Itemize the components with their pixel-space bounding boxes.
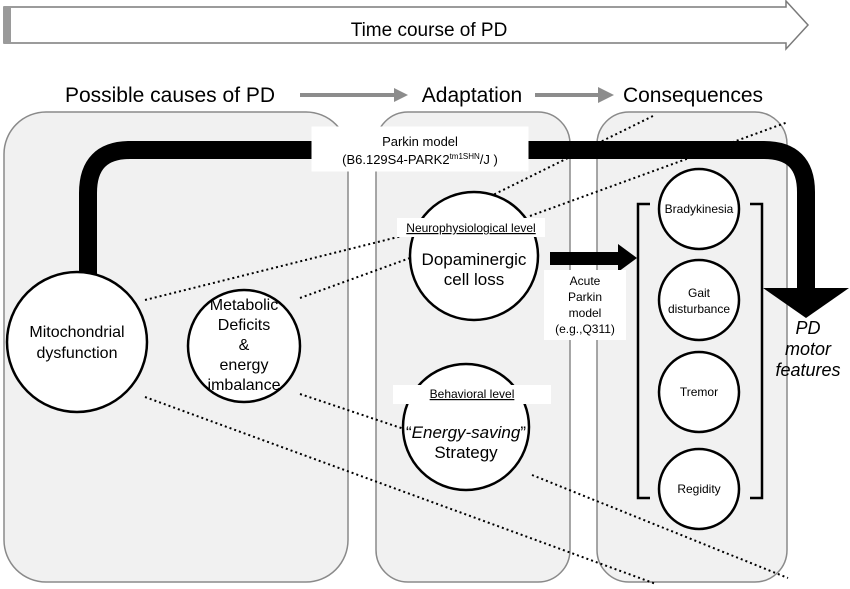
svg-text:Gait: Gait bbox=[688, 286, 711, 300]
bracket-left bbox=[636, 202, 650, 500]
header-adaptation: Adaptation bbox=[422, 84, 522, 107]
svg-text:Bradykinesia: Bradykinesia bbox=[665, 202, 734, 216]
gait-disturbance-node: Gait disturbance bbox=[657, 258, 741, 342]
parkin-model-label: Parkin model (B6.129S4-PARK2tm1SHN/J ) bbox=[311, 126, 529, 172]
svg-text:Behavioral level: Behavioral level bbox=[430, 387, 515, 401]
svg-text:(e.g.,Q311): (e.g.,Q311) bbox=[555, 322, 615, 336]
dopaminergic-cell-loss-node: Dopaminergic cell loss bbox=[408, 190, 540, 322]
svg-text:features: features bbox=[775, 360, 840, 380]
dotted-connectors bbox=[144, 114, 789, 585]
metabolic-deficits-node: Metabolic Deficits & energy imbalance bbox=[186, 288, 302, 404]
panel-consequences bbox=[596, 111, 788, 583]
svg-text:motor: motor bbox=[785, 339, 832, 359]
svg-text:Regidity: Regidity bbox=[677, 482, 720, 496]
panel-adaptation bbox=[375, 111, 571, 583]
svg-text:cell loss: cell loss bbox=[444, 270, 504, 289]
parkin-model-strain: (B6.129S4-PARK2tm1SHN/J ) bbox=[342, 152, 498, 167]
svg-text:disturbance: disturbance bbox=[668, 302, 730, 316]
parkin-model-title: Parkin model bbox=[382, 134, 458, 149]
svg-text:Deficits: Deficits bbox=[218, 317, 270, 334]
timeline-arrow: Time course of PD bbox=[3, 0, 810, 51]
svg-text:“Energy-saving”: “Energy-saving” bbox=[406, 423, 526, 442]
neurophysiological-level-label: Neurophysiological level bbox=[397, 218, 545, 237]
header-arrow-1 bbox=[300, 88, 408, 102]
pd-motor-features-label: PD motor features bbox=[775, 318, 840, 380]
header-causes: Possible causes of PD bbox=[65, 84, 275, 107]
svg-text:Dopaminergic: Dopaminergic bbox=[422, 250, 527, 269]
svg-text:&: & bbox=[239, 337, 250, 354]
svg-text:dysfunction: dysfunction bbox=[37, 345, 118, 362]
bracket-right bbox=[750, 202, 764, 500]
svg-text:Parkin: Parkin bbox=[568, 290, 602, 304]
svg-text:model: model bbox=[569, 306, 602, 320]
svg-text:Metabolic: Metabolic bbox=[210, 297, 278, 314]
bradykinesia-node: Bradykinesia bbox=[657, 167, 741, 251]
acute-parkin-arrow bbox=[550, 244, 637, 272]
svg-text:imbalance: imbalance bbox=[208, 377, 281, 394]
timeline-label: Time course of PD bbox=[351, 20, 508, 41]
svg-text:energy: energy bbox=[220, 357, 269, 374]
behavioral-level-label: Behavioral level bbox=[393, 385, 551, 404]
svg-text:Acute: Acute bbox=[570, 274, 601, 288]
svg-text:PD: PD bbox=[795, 318, 820, 338]
acute-parkin-label: Acute Parkin model (e.g.,Q311) bbox=[544, 270, 626, 340]
mitochondrial-dysfunction-node: Mitochondrial dysfunction bbox=[5, 270, 149, 414]
svg-text:Strategy: Strategy bbox=[434, 443, 498, 462]
header-arrow-2 bbox=[535, 87, 614, 103]
svg-text:Tremor: Tremor bbox=[680, 385, 718, 399]
energy-saving-strategy-node: “Energy-saving” Strategy bbox=[401, 362, 531, 492]
tremor-node: Tremor bbox=[657, 350, 741, 434]
svg-text:Neurophysiological level: Neurophysiological level bbox=[406, 221, 535, 235]
rigidity-node: Regidity bbox=[657, 447, 741, 531]
svg-text:Mitochondrial: Mitochondrial bbox=[29, 324, 124, 341]
header-consequences: Consequences bbox=[623, 84, 763, 107]
